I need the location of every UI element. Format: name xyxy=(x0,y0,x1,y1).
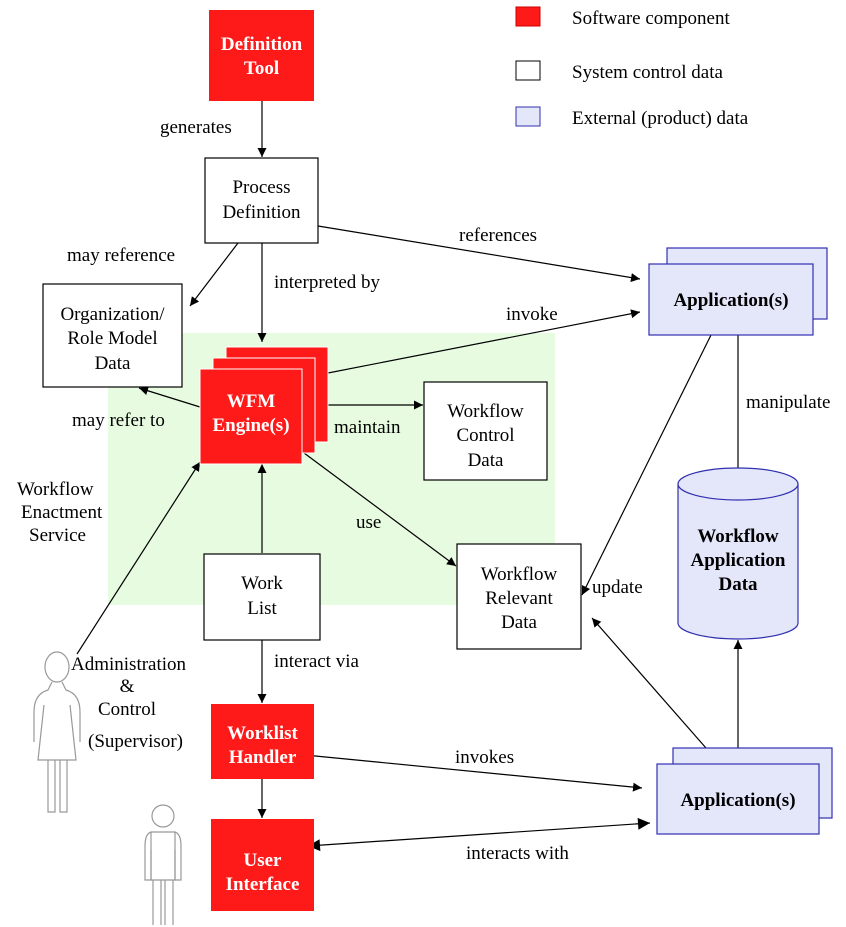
edge-may-refer-to xyxy=(138,386,201,408)
workflow-control-data-label-1: Workflow xyxy=(447,401,524,422)
workflow-relevant-data-label-2: Relevant xyxy=(485,588,553,609)
worklist-handler[interactable]: Worklist Handler xyxy=(211,704,314,779)
edge-references xyxy=(317,225,641,282)
service-label-1: Workflow xyxy=(17,479,94,500)
edge-label-invokes: invokes xyxy=(455,747,514,768)
edge-label-manipulate: manipulate xyxy=(746,392,830,413)
edge-label-update: update xyxy=(592,577,643,598)
application-top-label: Application(s) xyxy=(673,290,788,311)
workflow-application-data-label-3: Data xyxy=(718,574,758,595)
supervisor-label-4: (Supervisor) xyxy=(88,731,183,752)
edge-label-interpreted-by: interpreted by xyxy=(274,272,381,293)
definition-tool-label-1: Definition xyxy=(221,34,303,55)
org-role-model-data[interactable]: Organization/ Role Model Data xyxy=(42,283,183,388)
wfm-engine-label-1: WFM xyxy=(227,391,276,412)
legend-swatch-control xyxy=(515,60,541,81)
workflow-relevant-data-label-1: Workflow xyxy=(481,564,558,585)
workflow-relevant-data[interactable]: Workflow Relevant Data xyxy=(456,543,582,650)
supervisor-label-1: Administration xyxy=(71,654,187,675)
legend-label-software: Software component xyxy=(572,8,730,29)
legend-swatch-external xyxy=(515,106,541,127)
edge-label-maintain: maintain xyxy=(334,417,401,438)
legend: Software component System control data E… xyxy=(515,6,749,129)
worklist-handler-label-2: Handler xyxy=(229,747,297,768)
legend-label-control: System control data xyxy=(572,62,723,83)
definition-tool-label-2: Tool xyxy=(244,58,279,79)
application-bottom[interactable]: Application(s) xyxy=(656,747,833,835)
edge-invokes xyxy=(304,754,643,792)
edge-use xyxy=(295,446,457,567)
edge-label-use: use xyxy=(356,512,381,533)
application-bottom-label: Application(s) xyxy=(680,790,795,811)
legend-swatch-software xyxy=(515,6,541,27)
edge-invoke xyxy=(327,309,641,374)
user-interface-label-1: User xyxy=(244,850,283,871)
edge-label-may-reference: may reference xyxy=(67,245,175,266)
service-label-3: Service xyxy=(29,525,86,546)
edge-label-interact-via: interact via xyxy=(274,651,359,672)
org-role-model-label-2: Role Model xyxy=(67,328,157,349)
worklist-handler-label-1: Worklist xyxy=(227,723,298,744)
edge-may-reference xyxy=(189,242,239,307)
edge-label-references: references xyxy=(459,225,537,246)
workflow-application-data[interactable]: Workflow Application Data xyxy=(677,467,799,640)
process-definition-label-2: Definition xyxy=(222,202,301,223)
user-figure-icon xyxy=(144,804,182,925)
work-list[interactable]: Work List xyxy=(203,553,321,641)
edges xyxy=(76,101,743,852)
application-top[interactable]: Application(s) xyxy=(648,247,828,336)
application-bottom-front xyxy=(656,763,820,835)
edge-interacts-with xyxy=(307,817,651,852)
edge-label-generates: generates xyxy=(160,117,232,138)
org-role-model-label-3: Data xyxy=(95,353,131,374)
user-interface[interactable]: User Interface xyxy=(211,819,314,911)
edge-label-invoke: invoke xyxy=(506,304,558,325)
work-list-label-1: Work xyxy=(241,573,283,594)
supervisor-label-3: Control xyxy=(98,699,156,720)
workflow-relevant-data-label-3: Data xyxy=(501,612,537,633)
wfm-engine-front xyxy=(199,368,303,465)
supervisor-label-2: & xyxy=(120,676,135,697)
work-list-label-2: List xyxy=(247,598,277,619)
definition-tool[interactable]: Definition Tool xyxy=(209,10,314,101)
service-label-2: Enactment xyxy=(21,502,103,523)
workflow-application-data-label-2: Application xyxy=(690,550,785,571)
edge-supervisor-to-engine xyxy=(76,461,201,655)
org-role-model-label-1: Organization/ xyxy=(60,304,165,325)
cylinder-body xyxy=(677,484,799,640)
legend-label-external: External (product) data xyxy=(572,108,749,129)
edge-app-to-relevant-data xyxy=(591,617,707,749)
application-top-front xyxy=(648,263,814,336)
wfm-engine-stack[interactable]: WFM Engine(s) xyxy=(199,346,329,465)
cylinder-top xyxy=(677,467,799,501)
edge-label-interacts-with: interacts with xyxy=(466,843,569,864)
process-definition[interactable]: Process Definition xyxy=(204,157,319,244)
edge-label-may-refer-to: may refer to xyxy=(72,410,165,431)
supervisor-figure-icon xyxy=(33,651,81,813)
wfm-engine-label-2: Engine(s) xyxy=(212,415,289,436)
workflow-control-data-label-3: Data xyxy=(468,450,504,471)
workflow-application-data-label-1: Workflow xyxy=(697,526,779,547)
workflow-control-data-label-2: Control xyxy=(456,425,514,446)
edge-update xyxy=(581,332,713,596)
process-definition-label-1: Process xyxy=(232,177,290,198)
user-interface-label-2: Interface xyxy=(226,874,300,895)
workflow-control-data[interactable]: Workflow Control Data xyxy=(423,381,548,481)
